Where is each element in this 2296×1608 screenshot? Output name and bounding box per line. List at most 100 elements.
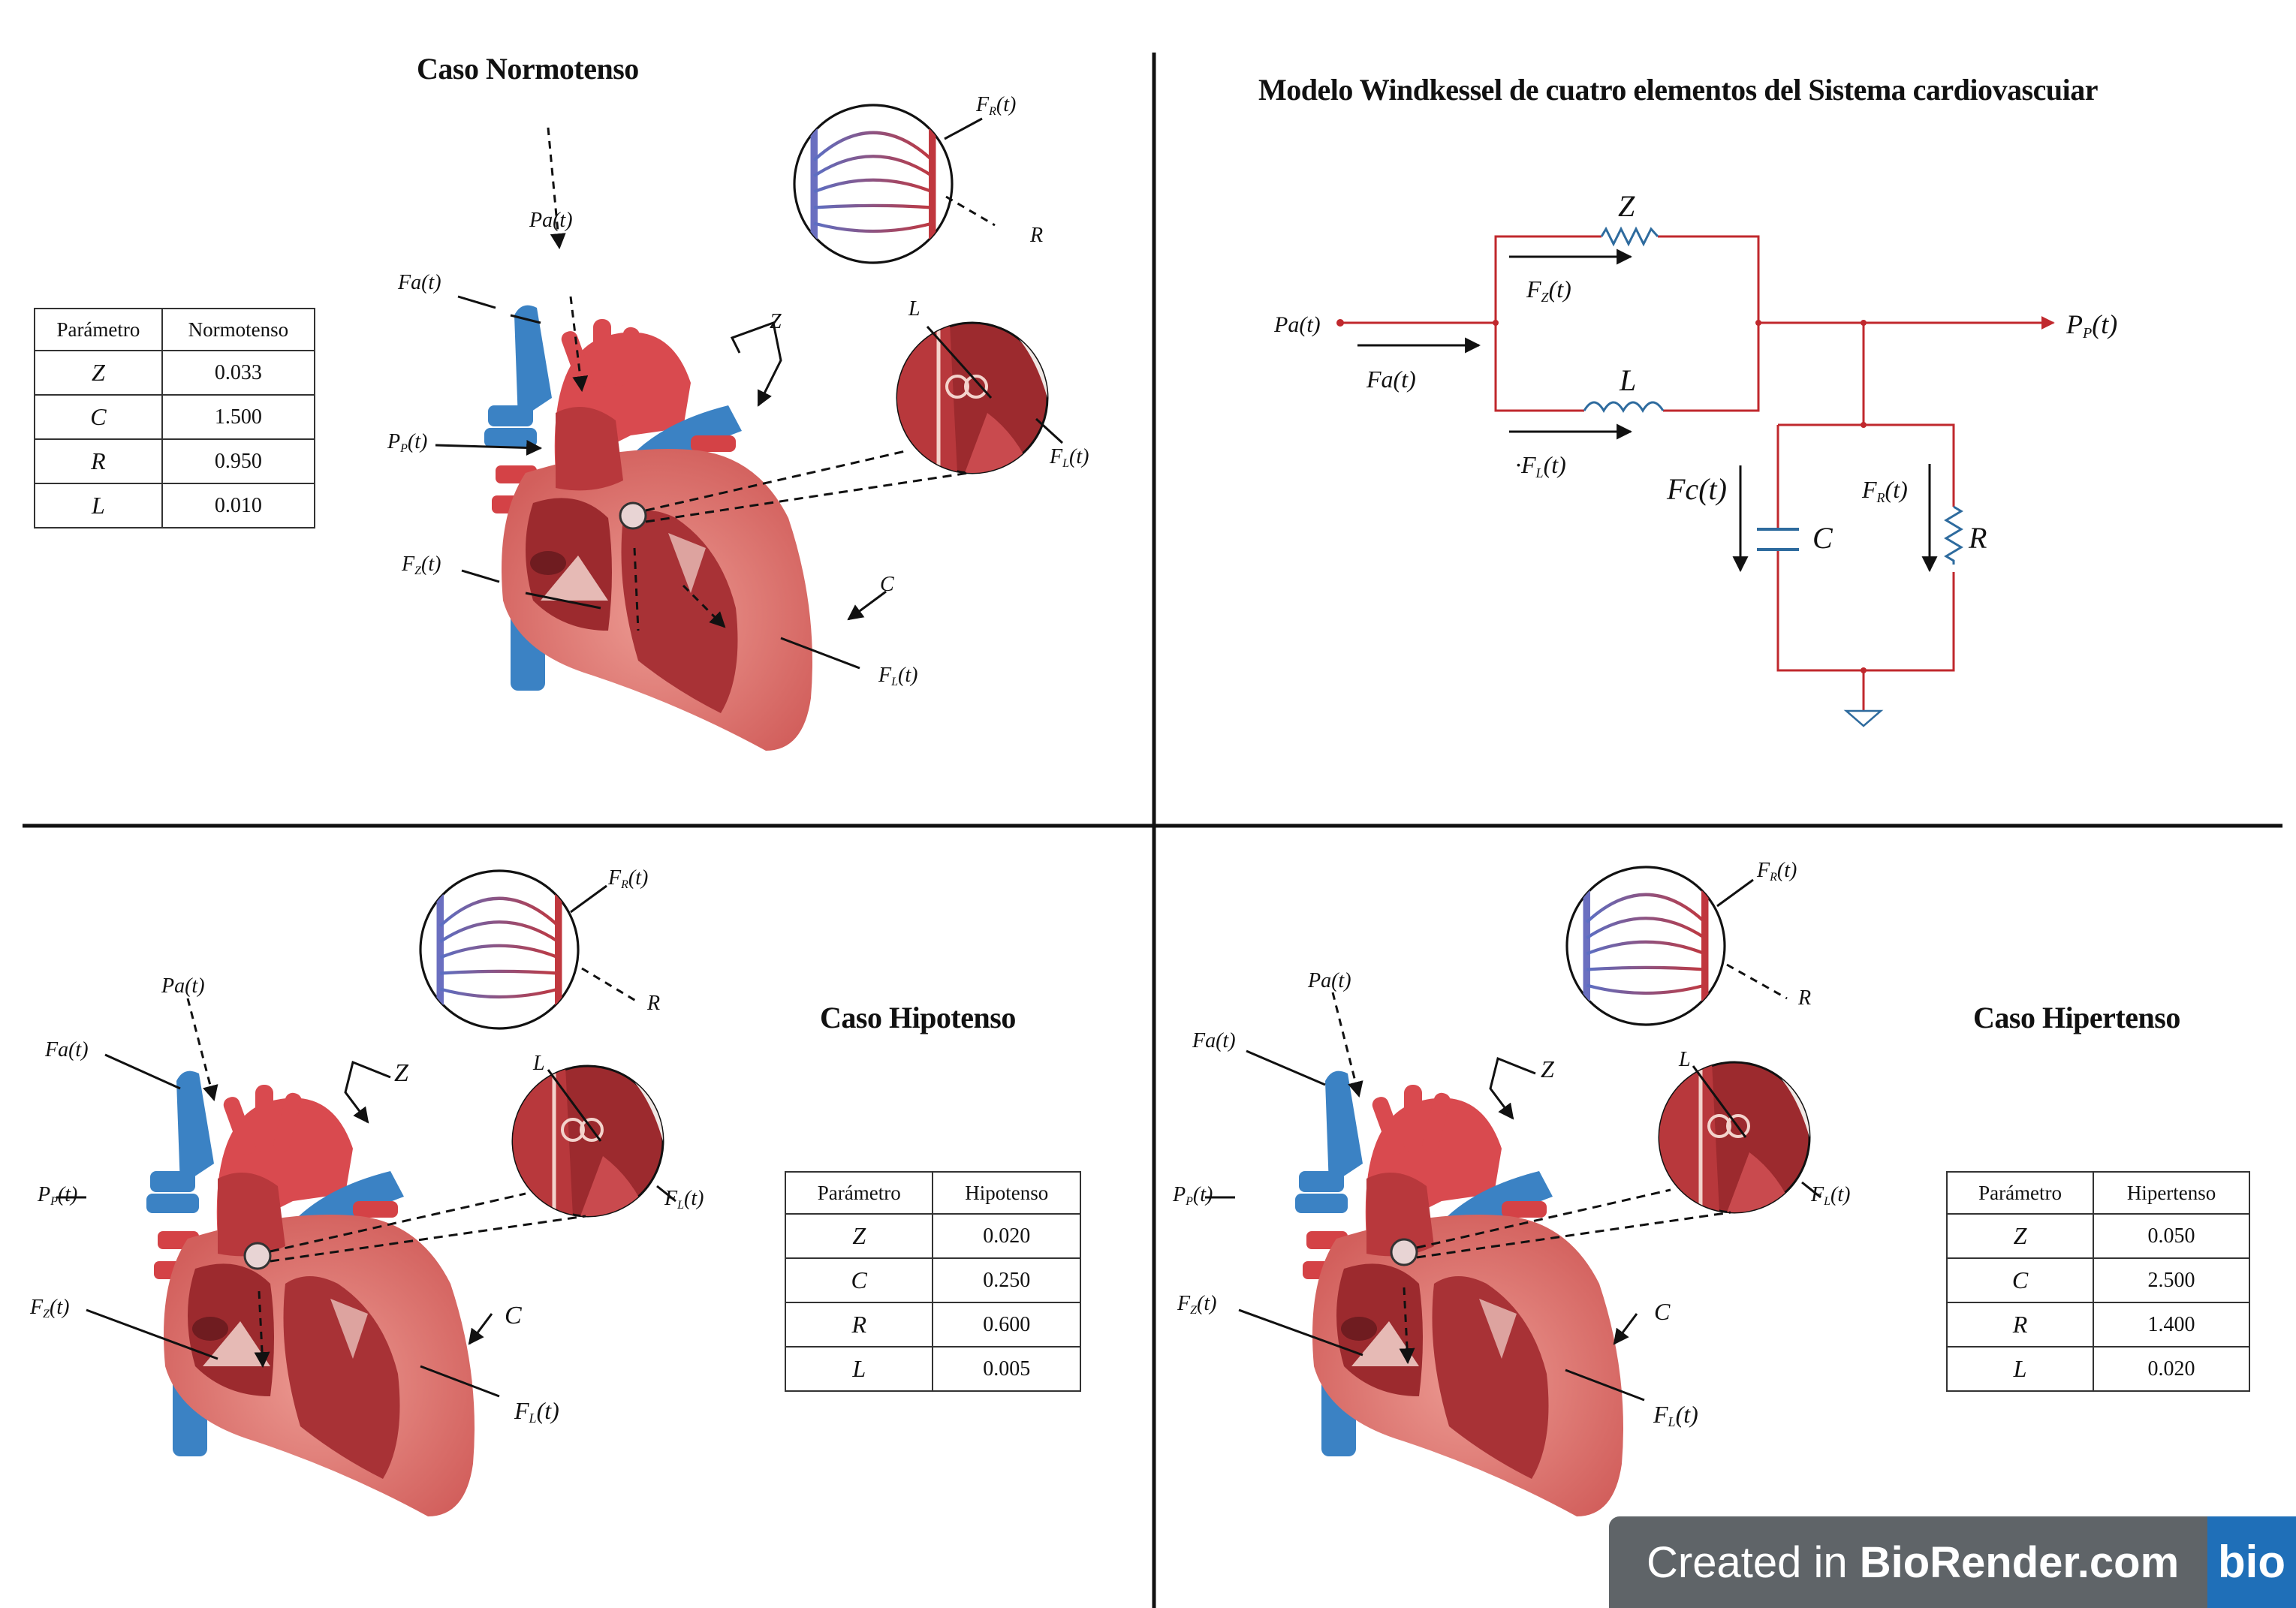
label-main: P: [37, 1183, 50, 1206]
label-main: F: [1810, 1183, 1824, 1206]
row-symbol: C: [1945, 1257, 2095, 1303]
label-main: ·F: [1515, 451, 1536, 478]
label-z: Z: [770, 310, 782, 333]
label-r: R: [1029, 224, 1043, 247]
valve-marker-icon: [619, 501, 647, 530]
title-hipotenso: Caso Hipotenso: [820, 1001, 1016, 1034]
circuit-label-l: L: [1619, 363, 1636, 397]
label-fl: FL(t): [514, 1397, 559, 1426]
row-value: 0.050: [2093, 1213, 2250, 1259]
label-tail: (t): [1777, 859, 1797, 882]
badge-brand: BioRender.com: [1859, 1538, 2180, 1587]
label-fr: FR(t): [607, 866, 648, 891]
label-sub: Z: [43, 1308, 50, 1320]
title-hipertenso: Caso Hipertenso: [1973, 1001, 2180, 1034]
label-main: F: [1861, 476, 1877, 503]
label-main: P: [2065, 309, 2083, 339]
row-symbol: C: [34, 394, 163, 440]
biorender-badge[interactable]: Created in BioRender.com bio: [1609, 1516, 2296, 1608]
label-main: F: [1177, 1292, 1191, 1315]
valve-inset-icon: [513, 1066, 663, 1216]
label-l: L: [1678, 1048, 1691, 1071]
circuit-label-fz: FZ(t): [1526, 276, 1571, 305]
label-sub: Z: [1541, 290, 1550, 305]
label-fl-inset: FL(t): [664, 1187, 704, 1212]
label-sub: R: [1876, 490, 1885, 505]
label-fa: Fa(t): [397, 271, 441, 294]
badge-prefix: Created in: [1647, 1538, 1860, 1587]
label-sub: Z: [414, 565, 422, 577]
label-tail: (t): [1676, 1401, 1698, 1428]
label-fz: FZ(t): [401, 553, 441, 577]
valve-inset-icon: [1659, 1062, 1809, 1212]
table-header-parametro: Parámetro: [1945, 1171, 2095, 1215]
label-fr: FR(t): [975, 93, 1016, 118]
label-tail: (t): [537, 1397, 559, 1424]
label-sub: R: [988, 105, 996, 118]
label-main: P: [1172, 1183, 1186, 1206]
label-tail: (t): [898, 664, 917, 687]
row-value: 0.250: [932, 1257, 1081, 1303]
label-tail: (t): [628, 866, 648, 890]
table-header-case: Normotenso: [161, 308, 316, 351]
capillary-inset-icon: [794, 105, 952, 263]
row-symbol: Z: [34, 350, 163, 396]
row-value: 1.500: [161, 394, 316, 440]
table-header-case: Hipotenso: [932, 1171, 1081, 1215]
row-symbol: R: [1945, 1302, 2095, 1348]
label-fa: Fa(t): [44, 1038, 89, 1061]
label-tail: (t): [1197, 1292, 1216, 1315]
row-symbol: Z: [784, 1213, 934, 1259]
row-value: 0.950: [161, 438, 316, 484]
row-value: 1.400: [2093, 1302, 2250, 1348]
label-pp: PP(t): [37, 1183, 77, 1208]
label-pp: PP(t): [1172, 1183, 1213, 1208]
label-sub: R: [1769, 871, 1777, 884]
label-tail: (t): [1549, 276, 1571, 303]
label-pa: Pa(t): [161, 974, 205, 998]
label-tail: (t): [1193, 1183, 1213, 1206]
label-sub: P: [2082, 325, 2092, 342]
label-sub: L: [676, 1199, 684, 1212]
ground-icon: [1843, 709, 1884, 727]
row-symbol: L: [1945, 1346, 2095, 1392]
table-header-case: Hipertenso: [2093, 1171, 2250, 1215]
label-main: F: [1049, 445, 1063, 468]
row-value: 0.033: [161, 350, 316, 396]
label-c: C: [505, 1302, 522, 1329]
label-fz: FZ(t): [1177, 1292, 1216, 1317]
row-value: 0.020: [932, 1213, 1081, 1259]
label-tail: (t): [996, 93, 1016, 116]
capillary-inset-icon: [420, 871, 578, 1028]
label-sub: L: [1062, 457, 1069, 470]
circuit-nodes: [1336, 319, 1867, 673]
label-tail: (t): [2092, 309, 2117, 339]
row-symbol: L: [34, 483, 163, 528]
label-fl-inset: FL(t): [1049, 445, 1089, 470]
row-value: 0.020: [2093, 1346, 2250, 1392]
label-sub: Z: [1190, 1304, 1198, 1317]
circuit-label-z: Z: [1618, 189, 1635, 223]
label-sub: L: [1668, 1414, 1676, 1429]
title-windkessel: Modelo Windkessel de cuatro elementos de…: [1258, 73, 2098, 107]
circuit-label-pp: PP(t): [2065, 309, 2117, 342]
label-fl: FL(t): [1653, 1401, 1698, 1429]
label-fl-inset: FL(t): [1810, 1183, 1850, 1208]
table-header-parametro: Parámetro: [784, 1171, 934, 1215]
circuit-label-fa: Fa(t): [1366, 366, 1416, 393]
row-value: 2.500: [2093, 1257, 2250, 1303]
label-tail: (t): [58, 1183, 77, 1206]
label-sub: R: [620, 878, 628, 891]
heart-hipotenso: Pa(t) Fa(t) PP(t) FZ(t) Z C FL(t) L FL(t…: [29, 866, 704, 1516]
label-pa: Pa(t): [1307, 969, 1351, 992]
row-value: 0.600: [932, 1302, 1081, 1348]
label-z: Z: [1541, 1055, 1555, 1083]
label-fz: FZ(t): [29, 1296, 69, 1320]
label-fr: FR(t): [1756, 859, 1797, 884]
label-tail: (t): [408, 430, 427, 453]
